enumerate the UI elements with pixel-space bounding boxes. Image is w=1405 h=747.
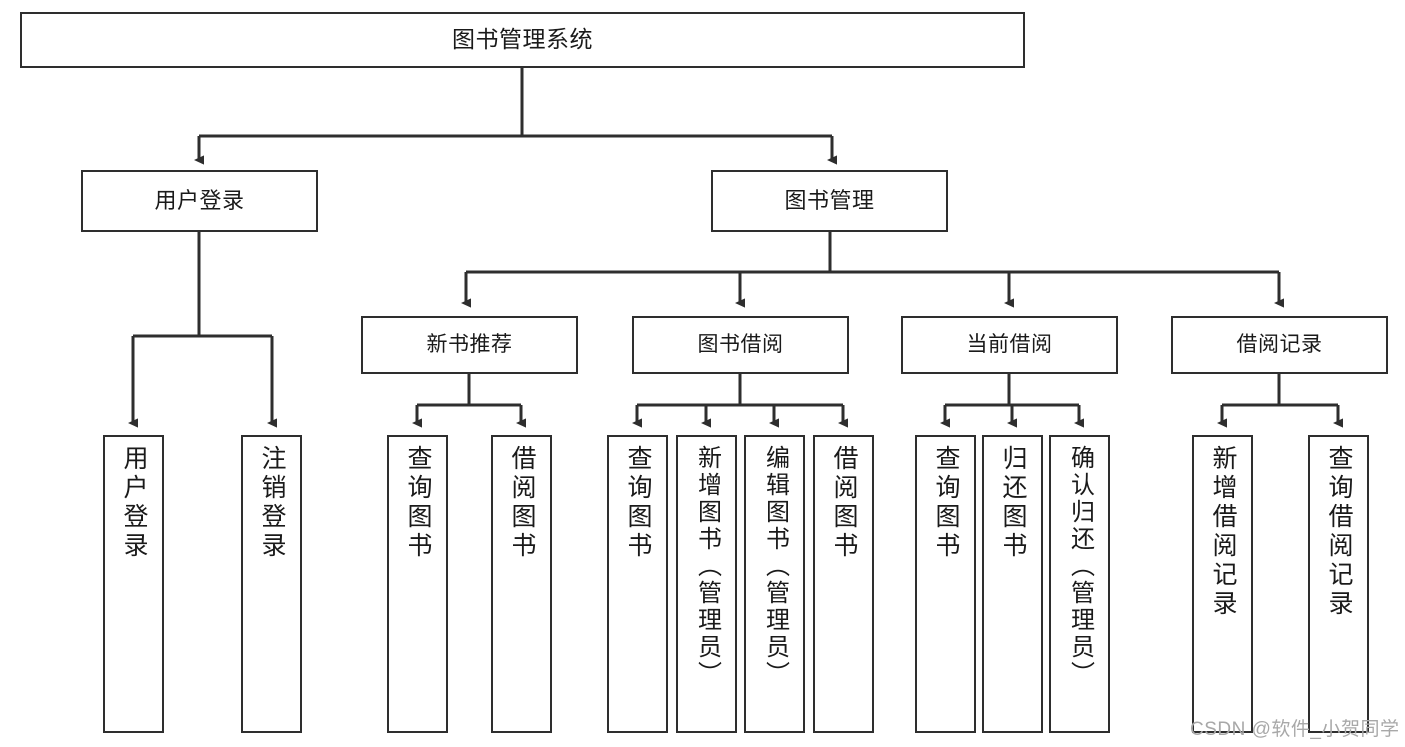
node-label: 用户登录 xyxy=(120,445,148,561)
node-label: 图书借阅 xyxy=(697,333,784,357)
node-label: 图书管理 xyxy=(784,187,875,213)
leaf-logout[interactable]: 注销登录 xyxy=(241,435,302,733)
leaf-add-borrow-record[interactable]: 新增借阅记录 xyxy=(1192,435,1253,733)
leaf-borrow-book-recommend[interactable]: 借阅图书 xyxy=(491,435,552,733)
node-label: 用户登录 xyxy=(154,187,245,213)
leaf-query-borrow-record[interactable]: 查询借阅记录 xyxy=(1308,435,1369,733)
leaf-user-login[interactable]: 用户登录 xyxy=(103,435,164,733)
node-user-login[interactable]: 用户登录 xyxy=(81,170,318,232)
node-label: 查询图书 xyxy=(932,445,960,561)
node-label: 新书推荐 xyxy=(426,333,513,357)
node-label: 新增图书（管理员） xyxy=(693,445,721,688)
node-label: 借阅图书 xyxy=(830,445,858,561)
leaf-edit-book-admin[interactable]: 编辑图书（管理员） xyxy=(744,435,805,733)
csdn-watermark: CSDN @软件_小贺同学 xyxy=(1190,719,1400,740)
leaf-add-book-admin[interactable]: 新增图书（管理员） xyxy=(676,435,737,733)
leaf-borrow-book[interactable]: 借阅图书 xyxy=(813,435,874,733)
node-current-borrow[interactable]: 当前借阅 xyxy=(901,316,1118,374)
node-label: 借阅记录 xyxy=(1236,333,1323,357)
node-root-book-management-system[interactable]: 图书管理系统 xyxy=(20,12,1025,68)
node-label: 查询借阅记录 xyxy=(1325,445,1353,619)
node-borrow-record[interactable]: 借阅记录 xyxy=(1171,316,1388,374)
leaf-query-book-recommend[interactable]: 查询图书 xyxy=(387,435,448,733)
leaf-return-book[interactable]: 归还图书 xyxy=(982,435,1043,733)
leaf-query-book-borrow[interactable]: 查询图书 xyxy=(607,435,668,733)
node-label: 新增借阅记录 xyxy=(1209,445,1237,619)
node-label: 编辑图书（管理员） xyxy=(761,445,789,688)
node-book-management[interactable]: 图书管理 xyxy=(711,170,948,232)
node-label: 借阅图书 xyxy=(508,445,536,561)
node-label: 注销登录 xyxy=(258,445,286,561)
leaf-query-book-current[interactable]: 查询图书 xyxy=(915,435,976,733)
node-label: 归还图书 xyxy=(999,445,1027,561)
node-new-book-recommend[interactable]: 新书推荐 xyxy=(361,316,578,374)
node-book-borrow[interactable]: 图书借阅 xyxy=(632,316,849,374)
node-label: 当前借阅 xyxy=(966,333,1053,357)
node-label: 查询图书 xyxy=(624,445,652,561)
node-label: 查询图书 xyxy=(404,445,432,561)
node-label: 确认归还（管理员） xyxy=(1066,445,1094,688)
node-label: 图书管理系统 xyxy=(452,26,593,53)
leaf-confirm-return-admin[interactable]: 确认归还（管理员） xyxy=(1049,435,1110,733)
